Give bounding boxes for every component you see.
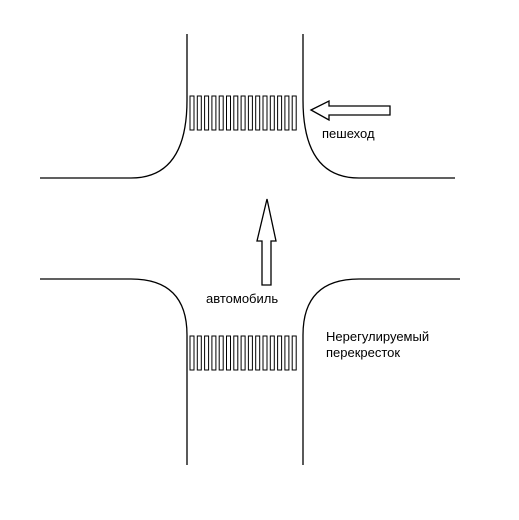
crosswalk-stripe — [211, 95, 217, 131]
crosswalk-stripe — [284, 95, 290, 131]
crosswalk-stripe — [277, 335, 283, 371]
intersection-caption-line1: Нерегулируемый — [326, 329, 430, 344]
crosswalk-stripe — [204, 95, 210, 131]
crosswalk-stripe — [233, 95, 239, 131]
crosswalk-top — [189, 95, 297, 131]
intersection-caption-line2: перекресток — [326, 345, 401, 360]
crosswalk-stripe — [196, 335, 202, 371]
crosswalk-stripe — [247, 335, 253, 371]
crosswalk-stripe — [233, 335, 239, 371]
crosswalk-stripe — [255, 95, 261, 131]
crosswalk-stripe — [247, 95, 253, 131]
crosswalk-stripe — [291, 335, 297, 371]
crosswalk-stripe — [226, 335, 231, 371]
crosswalk-stripe — [240, 335, 246, 371]
road-edge-bottom-left — [40, 278, 188, 465]
crosswalk-stripe — [277, 95, 283, 131]
crosswalk-stripe — [189, 335, 195, 371]
crosswalk-stripe — [226, 95, 231, 131]
road-edge-bottom-right — [302, 278, 460, 465]
pedestrian-label: пешеход — [322, 126, 375, 141]
crosswalk-stripe — [255, 335, 261, 371]
intersection-caption: Нерегулируемый перекресток — [326, 329, 456, 361]
crosswalk-stripe — [291, 95, 297, 131]
crosswalk-stripe — [269, 95, 275, 131]
road-edge-top-right — [302, 34, 455, 179]
crosswalk-stripe — [269, 335, 275, 371]
crosswalk-stripe — [284, 335, 290, 371]
crosswalk-stripe — [218, 95, 224, 131]
car-label: автомобиль — [206, 291, 279, 306]
crosswalk-stripe — [189, 95, 195, 131]
crosswalk-stripe — [196, 95, 202, 131]
crosswalk-bottom — [189, 335, 297, 371]
crosswalk-stripe — [262, 95, 268, 131]
crosswalk-stripe — [262, 335, 268, 371]
crosswalk-stripe — [240, 95, 246, 131]
pedestrian-arrow-icon — [309, 99, 391, 122]
crosswalk-stripe — [218, 335, 224, 371]
crosswalk-stripe — [211, 335, 217, 371]
crosswalk-stripe — [204, 335, 210, 371]
road-edge-top-left — [40, 34, 188, 179]
car-arrow-icon — [256, 198, 277, 286]
road-edges — [40, 34, 460, 465]
